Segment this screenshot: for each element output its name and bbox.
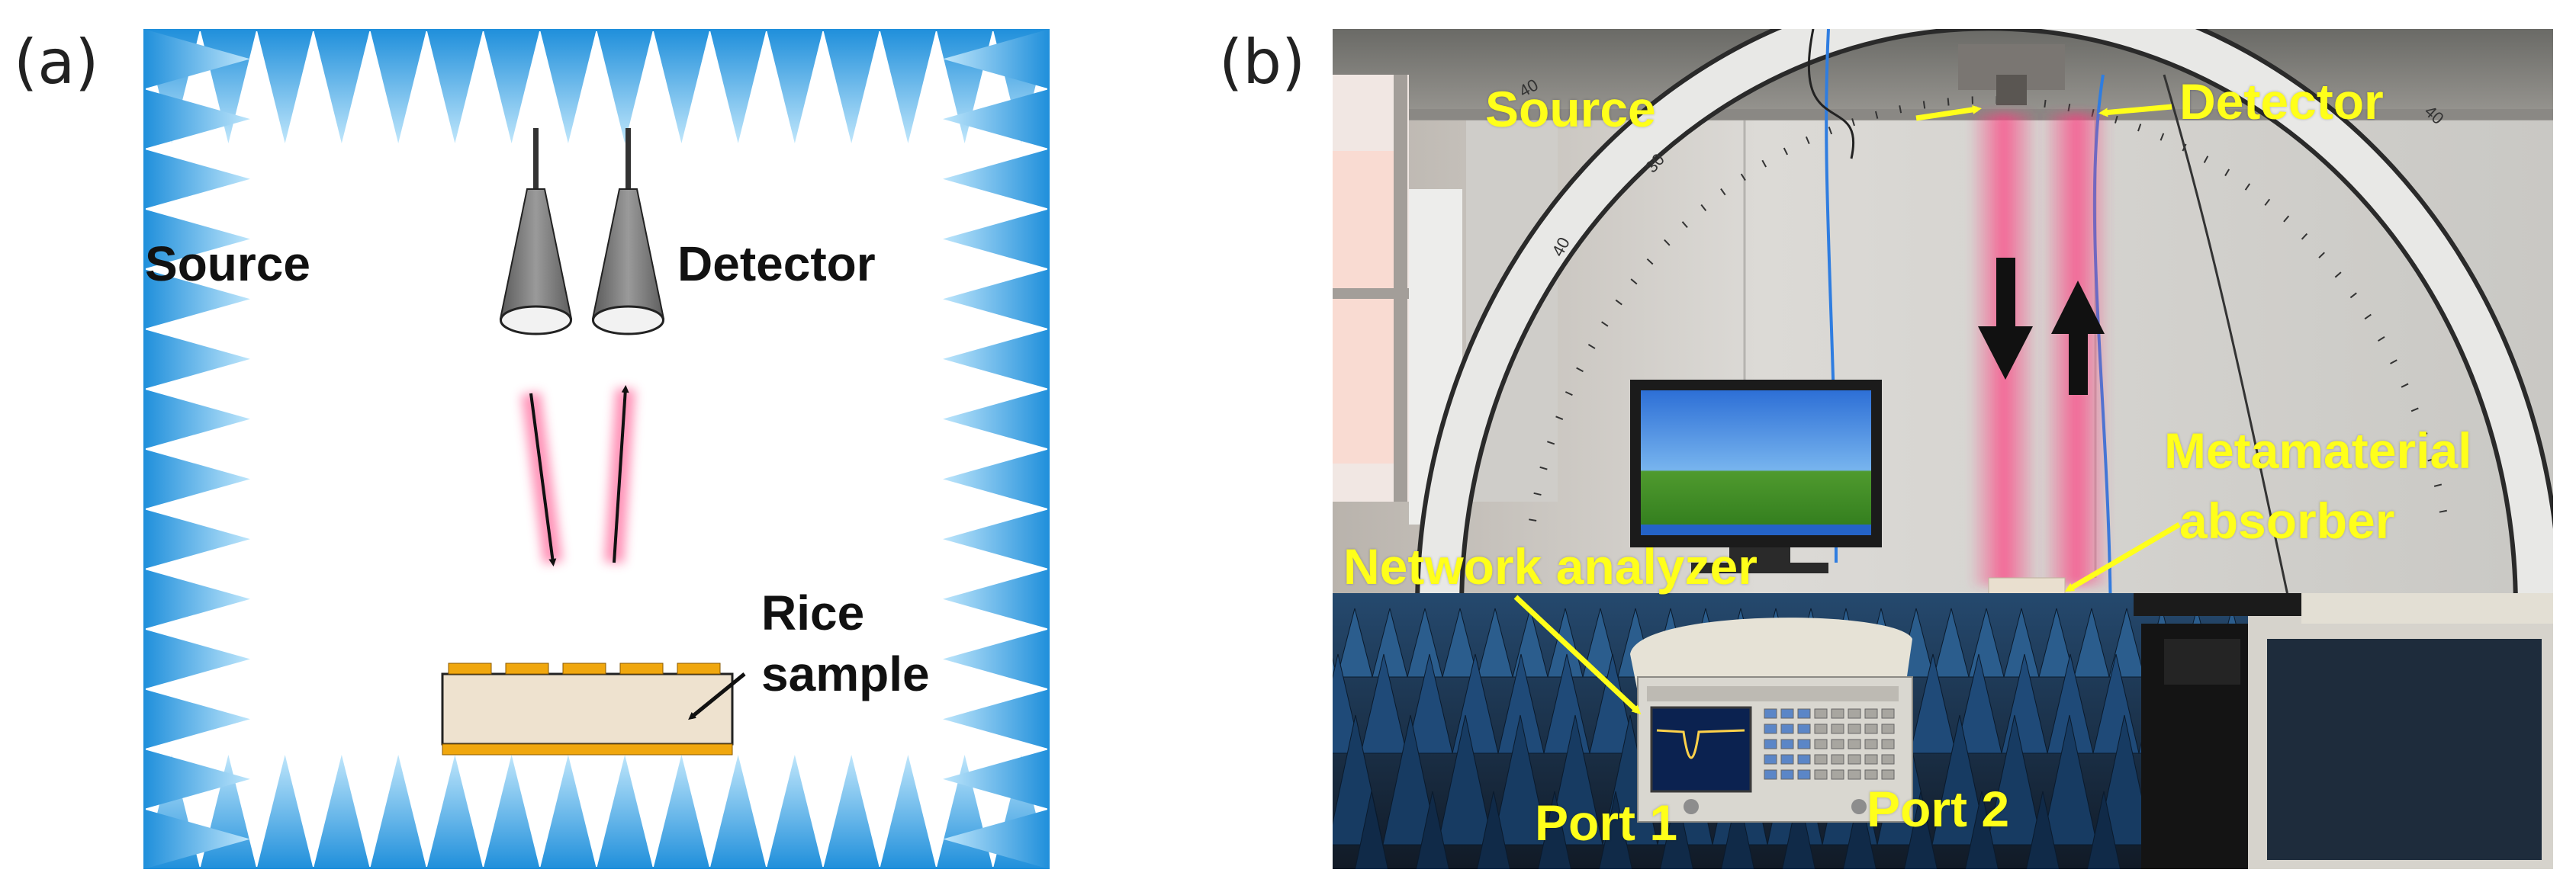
monitor bbox=[1630, 380, 1882, 573]
rice-label-line2: sample bbox=[761, 647, 930, 701]
metamaterial-patches bbox=[448, 663, 721, 675]
rice-sample bbox=[441, 663, 746, 756]
measurement-setup-photo: 40 30 40 40 bbox=[1333, 29, 2553, 869]
rice-label-line1: Rice bbox=[761, 586, 865, 640]
port1-label: Port 1 bbox=[1535, 794, 1678, 851]
detector-label: Detector bbox=[2179, 73, 2384, 130]
analyzer-keypad bbox=[1764, 708, 1895, 780]
network-analyzer bbox=[1630, 618, 1913, 823]
detector-label: Detector bbox=[677, 236, 876, 291]
panel-label-a: (a) bbox=[14, 27, 99, 98]
absorber-spikes bbox=[143, 29, 1050, 869]
incident-beam bbox=[521, 392, 563, 566]
detector-horn bbox=[591, 128, 665, 335]
schematic-panel: Source Detector Rice sample bbox=[141, 27, 1052, 871]
port2-label: Port 2 bbox=[1867, 781, 2010, 837]
panel-label-b: (b) bbox=[1219, 27, 1306, 98]
metamaterial-label-line1: Metamaterial bbox=[2164, 422, 2472, 479]
reflected-beam bbox=[604, 385, 635, 563]
photo-panel: 40 30 40 40 bbox=[1333, 29, 2553, 869]
metamaterial-label-line2: absorber bbox=[2179, 493, 2395, 549]
source-label: Source bbox=[1485, 81, 1656, 137]
network-analyzer-label: Network analyzer bbox=[1343, 538, 1758, 595]
source-label: Source bbox=[145, 236, 310, 291]
source-horn bbox=[499, 128, 573, 335]
desktop-computer bbox=[2134, 593, 2553, 869]
up-arrow bbox=[2051, 281, 2105, 395]
down-arrow bbox=[1978, 258, 2033, 380]
anechoic-chamber-diagram bbox=[141, 27, 1052, 871]
